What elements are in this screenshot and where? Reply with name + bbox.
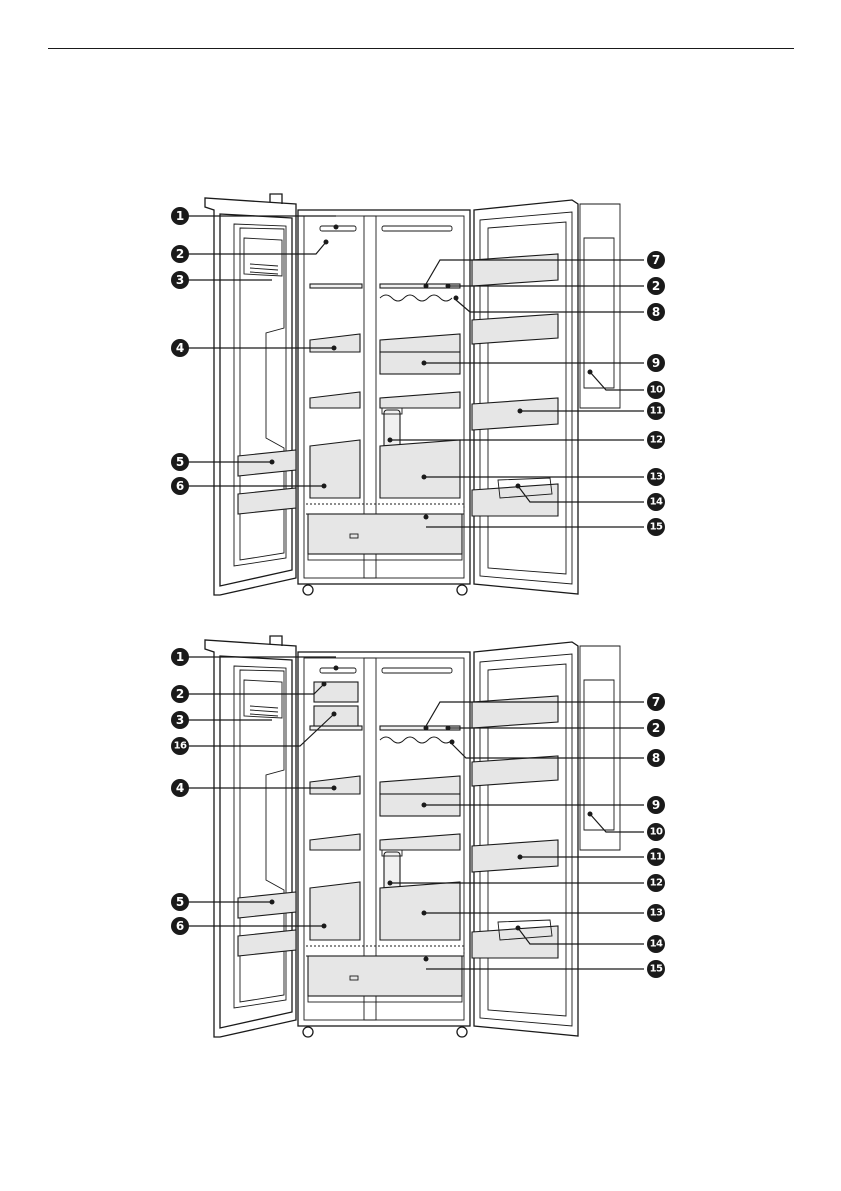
svg-text:10: 10 [650, 385, 663, 396]
callout-badge: 10 [647, 381, 665, 399]
fridge-illustration-bottom [205, 636, 620, 1037]
callout-badge: 14 [647, 935, 665, 953]
callout-badge: 9 [647, 354, 665, 372]
svg-text:5: 5 [176, 455, 184, 469]
svg-text:4: 4 [176, 781, 184, 795]
svg-text:11: 11 [650, 406, 663, 417]
callout-badge: 1 [171, 648, 189, 666]
svg-text:8: 8 [652, 305, 660, 319]
svg-text:11: 11 [650, 852, 663, 863]
callout-badge: 6 [171, 917, 189, 935]
svg-text:14: 14 [650, 939, 663, 950]
callout-badge: 4 [171, 779, 189, 797]
callout-badge: 15 [647, 518, 665, 536]
svg-text:3: 3 [176, 273, 184, 287]
svg-text:16: 16 [174, 741, 187, 752]
callout-badge: 8 [647, 749, 665, 767]
svg-text:4: 4 [176, 341, 184, 355]
svg-text:13: 13 [650, 472, 663, 483]
callout-badge: 2 [171, 245, 189, 263]
callout-badge: 8 [647, 303, 665, 321]
svg-text:7: 7 [652, 695, 660, 709]
svg-text:5: 5 [176, 895, 184, 909]
callout-badge: 5 [171, 453, 189, 471]
callout-badge: 3 [171, 271, 189, 289]
svg-text:14: 14 [650, 497, 663, 508]
callout-badge: 10 [647, 823, 665, 841]
svg-text:12: 12 [650, 435, 663, 446]
callout-badge: 2 [647, 277, 665, 295]
callout-badge: 6 [171, 477, 189, 495]
svg-text:15: 15 [650, 522, 663, 533]
svg-text:2: 2 [176, 247, 184, 261]
svg-text:13: 13 [650, 908, 663, 919]
callout-badge: 13 [647, 468, 665, 486]
svg-text:15: 15 [650, 964, 663, 975]
callout-badge: 15 [647, 960, 665, 978]
svg-text:3: 3 [176, 713, 184, 727]
callout-badge: 13 [647, 904, 665, 922]
callout-badge: 2 [647, 719, 665, 737]
svg-text:12: 12 [650, 878, 663, 889]
callout-badge: 7 [647, 693, 665, 711]
svg-text:8: 8 [652, 751, 660, 765]
svg-text:9: 9 [652, 798, 660, 812]
svg-text:6: 6 [176, 919, 184, 933]
callout-badge: 11 [647, 848, 665, 866]
callout-badge: 14 [647, 493, 665, 511]
callout-badge: 11 [647, 402, 665, 420]
svg-text:9: 9 [652, 356, 660, 370]
svg-text:2: 2 [652, 279, 660, 293]
callout-badge: 5 [171, 893, 189, 911]
callout-badge: 12 [647, 431, 665, 449]
svg-text:1: 1 [176, 209, 184, 223]
svg-text:1: 1 [176, 650, 184, 664]
svg-text:2: 2 [176, 687, 184, 701]
callout-badge: 7 [647, 251, 665, 269]
svg-text:2: 2 [652, 721, 660, 735]
svg-text:10: 10 [650, 827, 663, 838]
callout-badge: 16 [171, 737, 189, 755]
svg-text:7: 7 [652, 253, 660, 267]
callout-badge: 2 [171, 685, 189, 703]
callout-badge: 9 [647, 796, 665, 814]
callout-badge: 4 [171, 339, 189, 357]
svg-text:6: 6 [176, 479, 184, 493]
callout-badge: 1 [171, 207, 189, 225]
callout-badge: 12 [647, 874, 665, 892]
callout-badge: 3 [171, 711, 189, 729]
